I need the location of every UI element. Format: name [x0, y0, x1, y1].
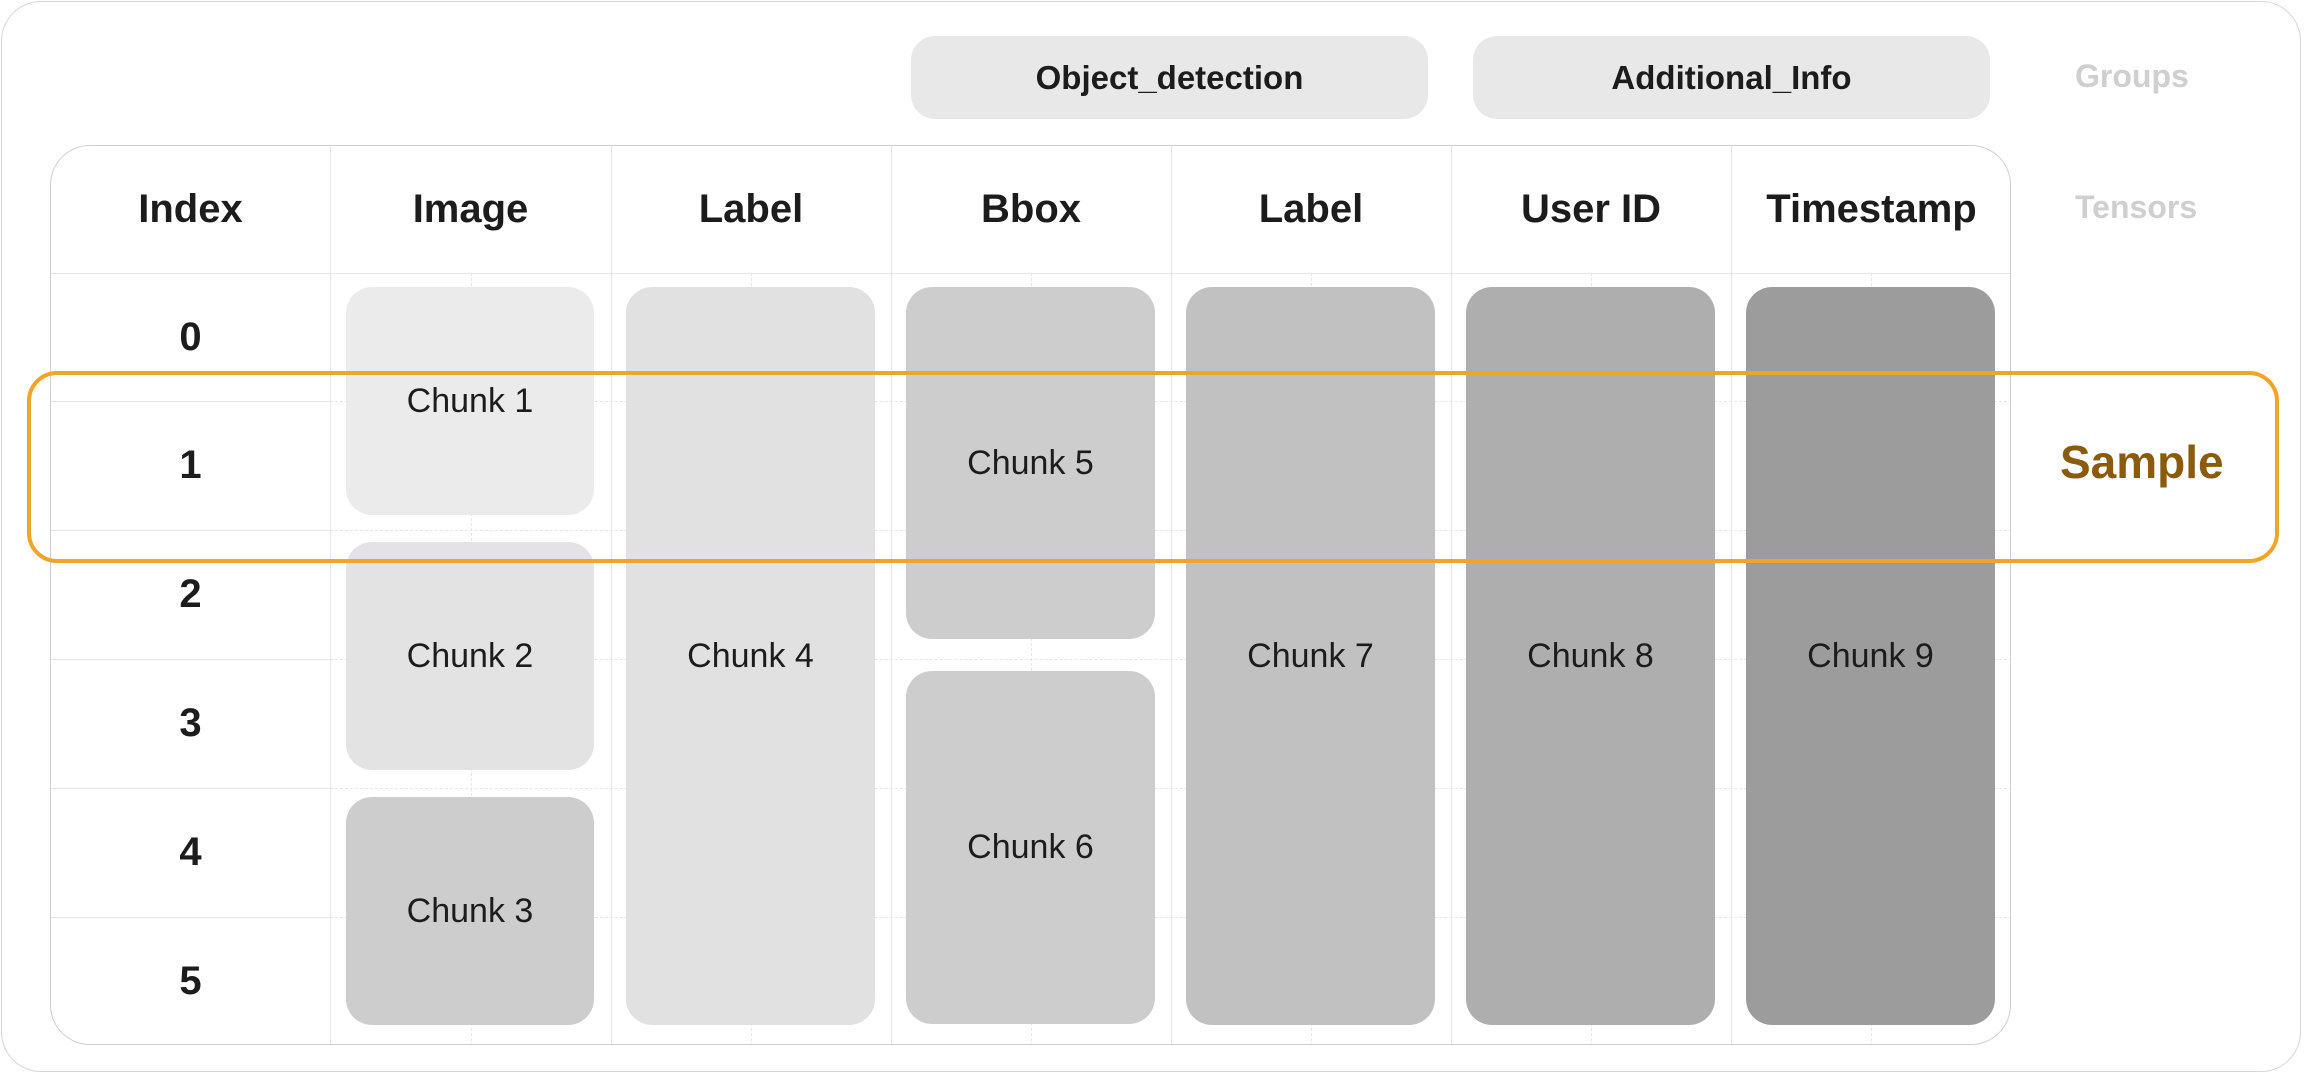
- column-divider: [1171, 146, 1172, 1044]
- column-header-index: Index: [138, 187, 243, 231]
- chunk-3: Chunk 3: [346, 797, 594, 1025]
- row-divider: [51, 917, 330, 918]
- row-index-3: 3: [179, 700, 202, 745]
- row-index-5: 5: [179, 958, 202, 1003]
- groups-label: Groups: [2075, 58, 2189, 94]
- sample-label: Sample: [2060, 436, 2224, 488]
- column-divider: [1731, 146, 1732, 1044]
- sample-highlight: [27, 371, 2279, 563]
- row-divider: [51, 401, 330, 402]
- chunk-1: Chunk 1: [346, 287, 594, 515]
- chunk-2: Chunk 2: [346, 542, 594, 770]
- chunk-9: Chunk 9: [1746, 287, 1995, 1025]
- dataset-table: Index Image Label Bbox Label User ID Tim…: [50, 145, 2011, 1045]
- group-additional-info: Additional_Info: [1473, 36, 1990, 119]
- column-header-label-info: Label: [1258, 187, 1364, 231]
- guide-line: [330, 917, 2010, 918]
- row-divider: [51, 530, 330, 531]
- column-divider: [611, 146, 612, 1044]
- chunk-4: Chunk 4: [626, 287, 875, 1025]
- column-header-label: Label: [698, 187, 804, 231]
- guide-line: [330, 788, 2010, 789]
- row-index-0: 0: [179, 314, 202, 359]
- chunk-5: Chunk 5: [906, 287, 1155, 639]
- guide-line: [330, 530, 2010, 531]
- chunk-8: Chunk 8: [1466, 287, 1715, 1025]
- column-divider: [330, 146, 331, 1044]
- row-divider: [51, 788, 330, 789]
- guide-line: [1031, 273, 1032, 1044]
- row-index-1: 1: [179, 442, 202, 487]
- header-divider: [51, 273, 2010, 274]
- column-header-bbox: Bbox: [981, 187, 1081, 231]
- column-header-image: Image: [412, 187, 529, 231]
- chunk-6: Chunk 6: [906, 671, 1155, 1024]
- column-header-user-id: User ID: [1520, 187, 1662, 231]
- row-index-2: 2: [179, 571, 202, 616]
- tensors-label: Tensors: [2075, 189, 2198, 225]
- guide-line: [330, 659, 2010, 660]
- column-divider: [891, 146, 892, 1044]
- chunk-7: Chunk 7: [1186, 287, 1435, 1025]
- column-header-timestamp: Timestamp: [1766, 187, 1977, 231]
- row-divider: [51, 659, 330, 660]
- group-object-detection: Object_detection: [911, 36, 1428, 119]
- guide-line: [330, 401, 2010, 402]
- row-index-4: 4: [179, 829, 202, 874]
- column-divider: [1451, 146, 1452, 1044]
